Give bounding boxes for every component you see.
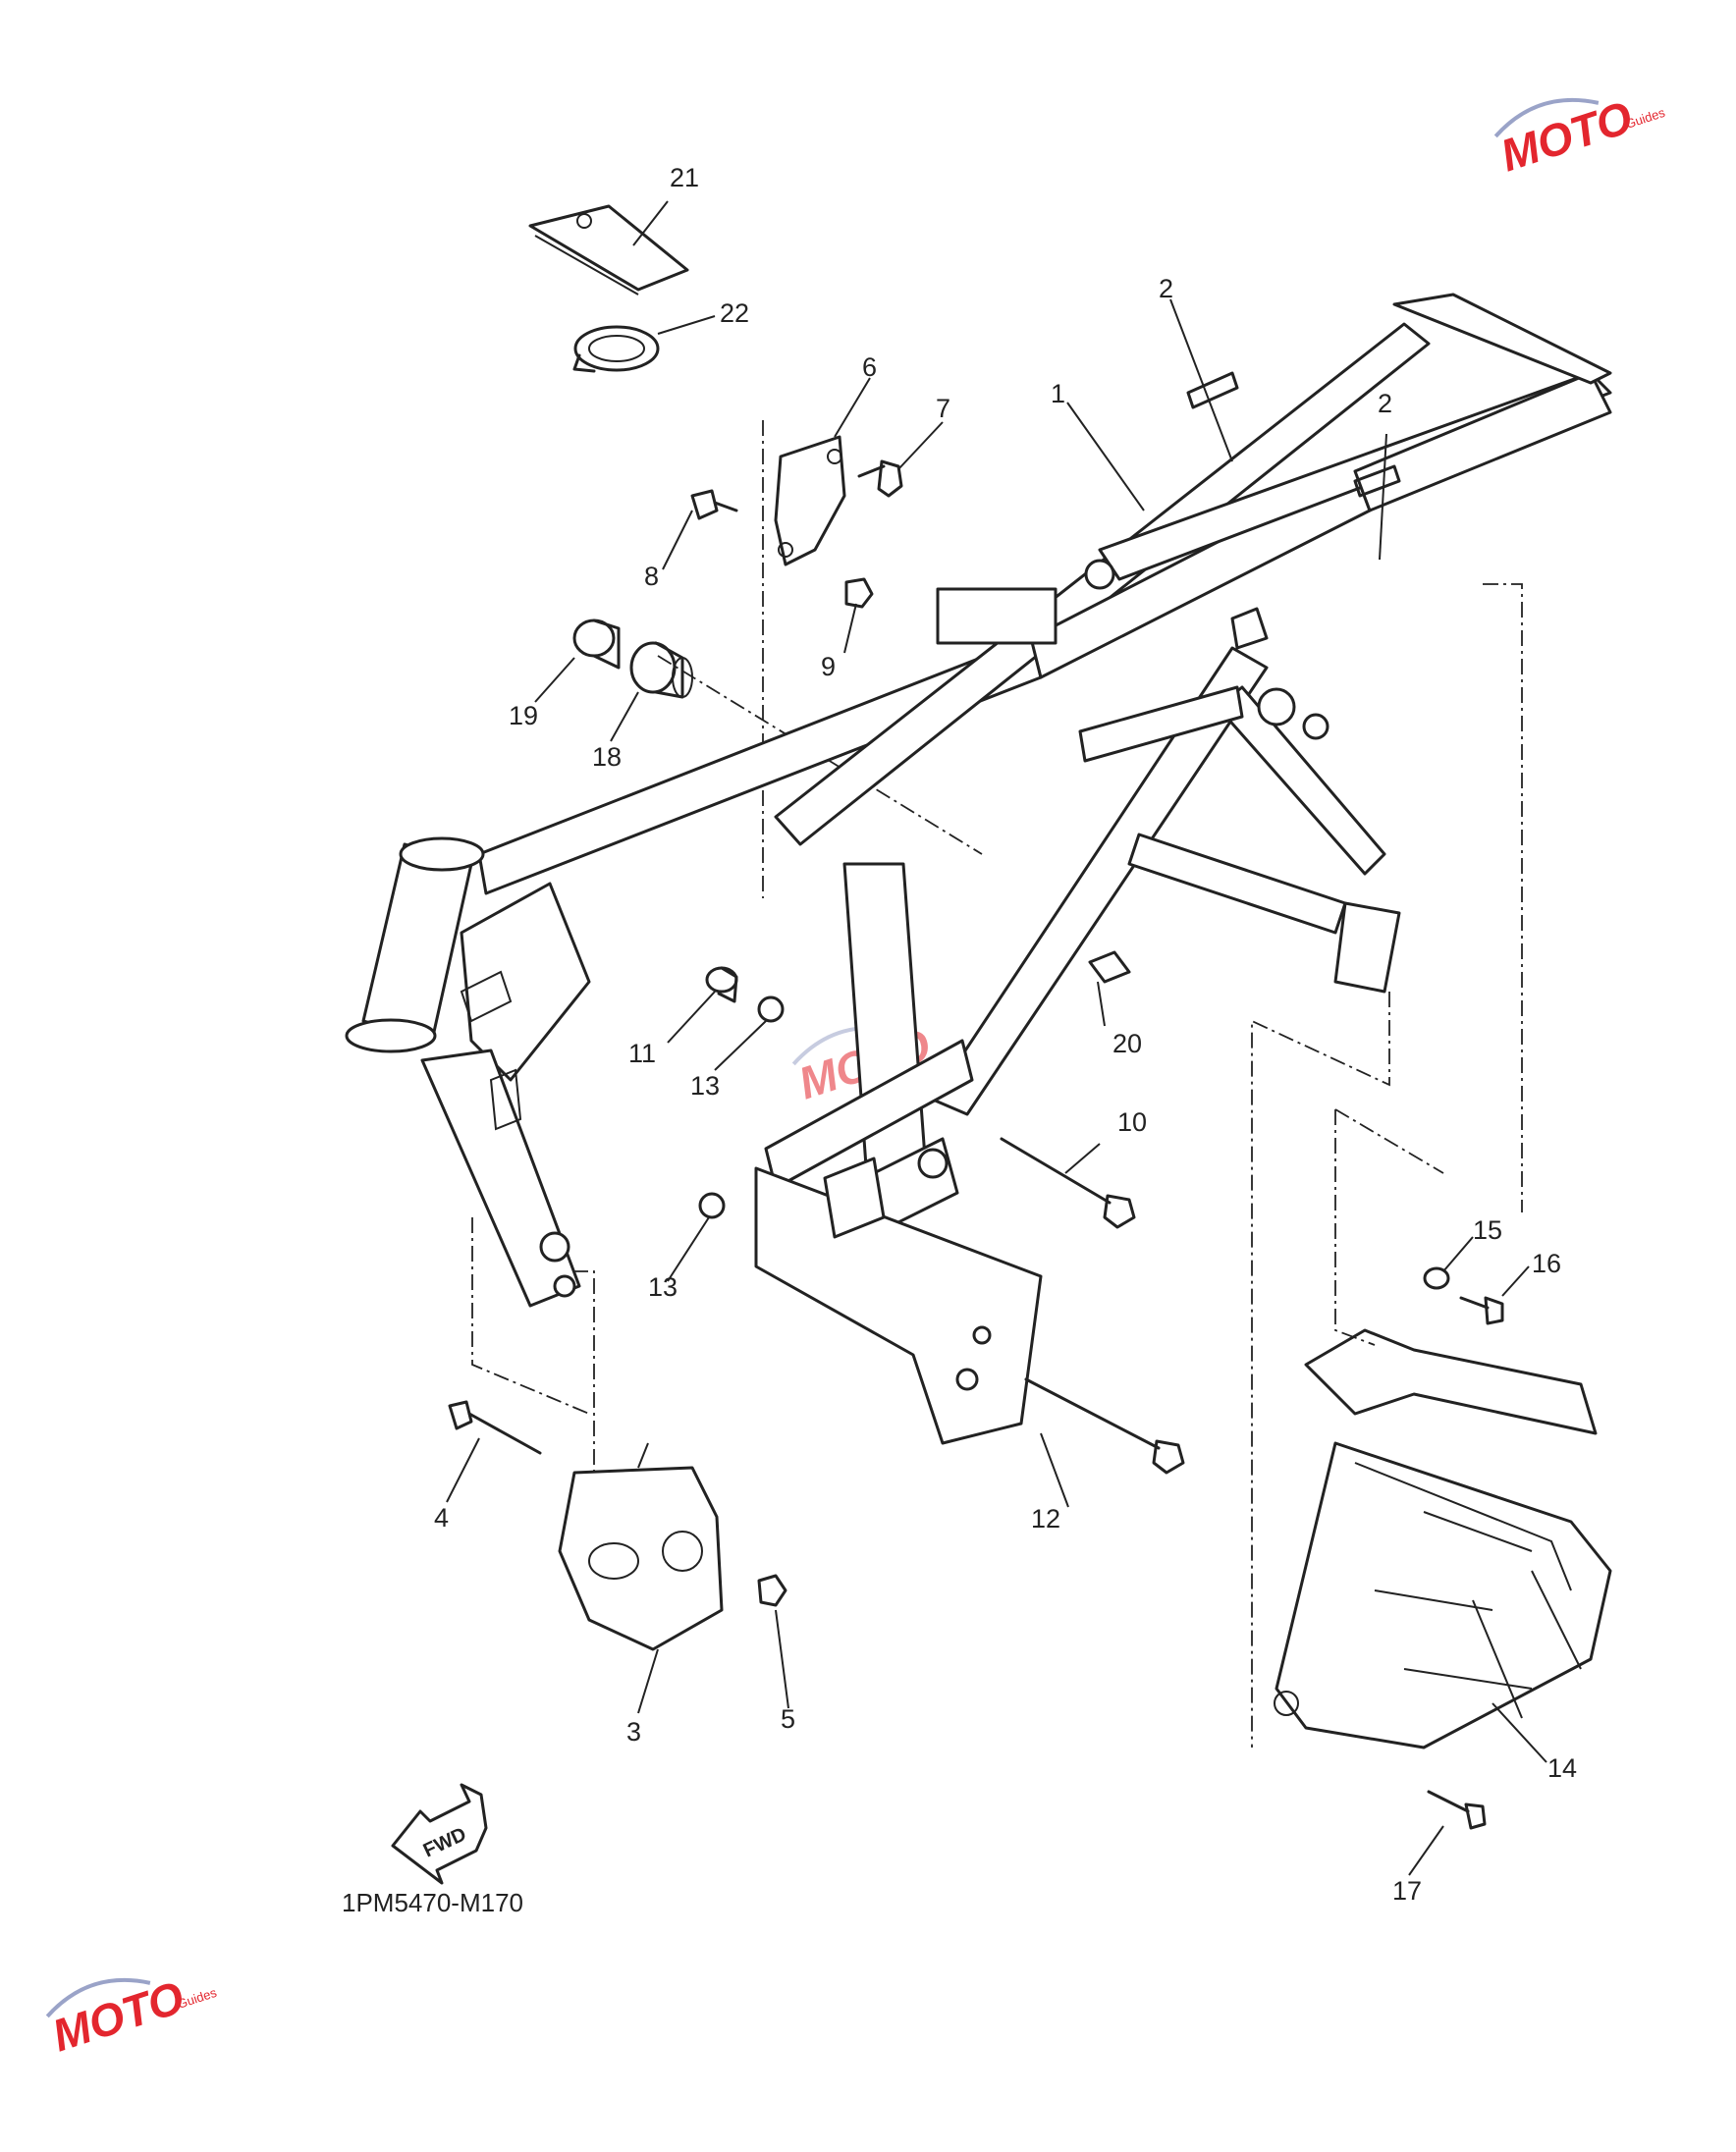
center-engine-mount: [754, 1039, 1043, 1445]
nut-9: [844, 577, 874, 609]
callout-13a: 13: [690, 1071, 720, 1101]
callout-11: 11: [628, 1039, 656, 1068]
fwd-arrow-icon: FWD: [391, 1783, 488, 1885]
bolt-17: [1427, 1790, 1487, 1830]
callout-12: 12: [1031, 1504, 1060, 1533]
nut-13a: [757, 995, 785, 1023]
damper-18: [629, 641, 693, 699]
watermark-sub-text-2: Guides: [176, 1985, 219, 2012]
diagram-code: 1PM5470-M170: [342, 1888, 523, 1917]
label-2b: [1353, 464, 1401, 498]
assembly-lines: [471, 420, 1523, 1748]
callout-3: 3: [626, 1717, 641, 1747]
watermark-sub-text: Guides: [1624, 105, 1667, 132]
watermark-top-right: MOTO Guides: [1493, 91, 1667, 182]
guard-14: [1274, 1328, 1612, 1749]
label-2a: [1186, 371, 1239, 409]
callout-1: 1: [1051, 379, 1065, 408]
main-frame: [477, 293, 1612, 1210]
callout-13b: 13: [648, 1272, 678, 1302]
callout-6: 6: [862, 352, 877, 382]
watermark-brand-text: MOTO: [1494, 91, 1639, 182]
callout-20: 20: [1112, 1029, 1142, 1058]
collar-11: [705, 966, 738, 1003]
callout-19: 19: [509, 701, 538, 730]
bolt-12: [1024, 1377, 1185, 1475]
bolt-7: [857, 459, 903, 498]
plate-21: [528, 204, 689, 296]
nut-13b: [698, 1192, 726, 1219]
callout-21: 21: [670, 163, 699, 192]
watermark-bottom-left: MOTO Guides: [45, 1971, 219, 2062]
callout-2a: 2: [1159, 274, 1173, 303]
clip-20: [1088, 950, 1131, 984]
engine-bracket-3: [558, 1442, 724, 1651]
bolt-16: [1459, 1296, 1504, 1325]
callout-18: 18: [592, 742, 622, 772]
leader-lines: [446, 200, 1547, 1876]
callout-10: 10: [1117, 1107, 1147, 1137]
callout-17: 17: [1392, 1876, 1422, 1906]
steering-head: [345, 836, 591, 1308]
collar-19: [572, 619, 621, 670]
callout-5: 5: [781, 1704, 795, 1734]
callout-4: 4: [434, 1503, 449, 1533]
callout-22: 22: [720, 298, 749, 328]
callout-9: 9: [821, 652, 836, 681]
callout-15: 15: [1473, 1215, 1502, 1245]
watermark-brand-text-2: MOTO: [46, 1971, 190, 2062]
callout-7: 7: [936, 394, 950, 423]
callout-16: 16: [1532, 1249, 1561, 1278]
bracket-6: [774, 435, 846, 566]
nut-5: [757, 1574, 787, 1607]
bolt-4: [448, 1400, 542, 1455]
callout-2b: 2: [1378, 389, 1392, 418]
bolt-8: [690, 489, 738, 520]
washer-22: [572, 325, 660, 373]
callout-14: 14: [1547, 1753, 1577, 1783]
callout-8: 8: [644, 562, 659, 591]
bolt-10: [1000, 1137, 1136, 1229]
callouts: 21 22 2 2 1 6 7 8 9 19 18 11 13 20 10 13…: [434, 163, 1577, 1906]
washer-15: [1423, 1266, 1450, 1290]
